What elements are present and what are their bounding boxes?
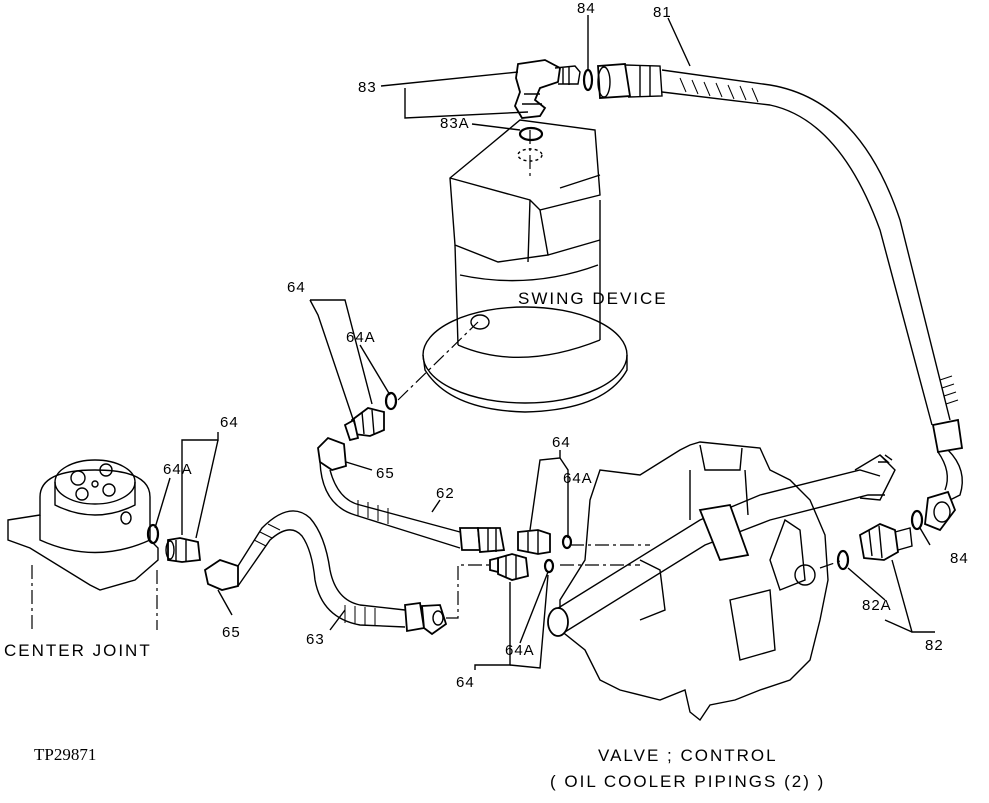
callout-84-right: 84 bbox=[950, 550, 969, 567]
callout-64-cj: 64 bbox=[220, 414, 239, 431]
adapter-64-cj bbox=[165, 537, 201, 563]
callout-64-valve-top: 64 bbox=[552, 434, 571, 451]
o-ring-64a-cj bbox=[146, 523, 160, 545]
leader-lines bbox=[154, 15, 935, 670]
o-ring-64a-valve-top bbox=[561, 534, 573, 550]
adapter-64-valve-bot bbox=[489, 553, 529, 581]
elbow-fitting-83 bbox=[514, 59, 581, 119]
label-valve-line1: VALVE ; CONTROL bbox=[598, 746, 778, 765]
o-ring-84-top bbox=[582, 68, 594, 92]
callout-64-valve-bot: 64 bbox=[456, 674, 475, 691]
callout-65-cj: 65 bbox=[222, 624, 241, 641]
callout-64a-valve-bot: 64A bbox=[505, 642, 535, 659]
callout-64a-valve-top: 64A bbox=[563, 470, 593, 487]
callout-83: 83 bbox=[358, 79, 377, 96]
hose-63 bbox=[203, 510, 500, 636]
fitting-82 bbox=[859, 523, 913, 561]
swing-port-line bbox=[397, 321, 479, 401]
callout-64a-cj: 64A bbox=[163, 461, 193, 478]
hose-81 bbox=[597, 63, 964, 532]
hose-62 bbox=[317, 436, 506, 553]
callout-81: 81 bbox=[653, 4, 672, 21]
label-center-joint: CENTER JOINT bbox=[4, 641, 152, 660]
callout-64-swing: 64 bbox=[287, 279, 306, 296]
swing-device bbox=[422, 119, 628, 413]
callout-63: 63 bbox=[306, 631, 325, 648]
o-ring-83a bbox=[518, 126, 544, 142]
label-valve-line2: ( OIL COOLER PIPINGS (2) ) bbox=[550, 772, 825, 791]
o-ring-82a bbox=[836, 549, 850, 571]
callout-82: 82 bbox=[925, 637, 944, 654]
callout-64a-swing: 64A bbox=[346, 329, 376, 346]
o-ring-64a-valve-bot bbox=[543, 558, 555, 574]
callout-82a: 82A bbox=[862, 597, 892, 614]
adapter-64-swing bbox=[343, 407, 385, 442]
o-ring-64a-swing bbox=[384, 391, 398, 411]
adapter-64-valve-top bbox=[517, 529, 551, 555]
center-joint bbox=[7, 459, 159, 630]
callout-84-top: 84 bbox=[577, 0, 596, 17]
o-ring-84-right bbox=[910, 509, 924, 531]
callout-65-swing: 65 bbox=[376, 465, 395, 482]
label-swing-device: SWING DEVICE bbox=[518, 289, 668, 308]
label-figure-code: TP29871 bbox=[34, 745, 96, 764]
control-valve bbox=[547, 441, 896, 722]
callout-62: 62 bbox=[436, 485, 455, 502]
callout-83a: 83A bbox=[440, 115, 470, 132]
